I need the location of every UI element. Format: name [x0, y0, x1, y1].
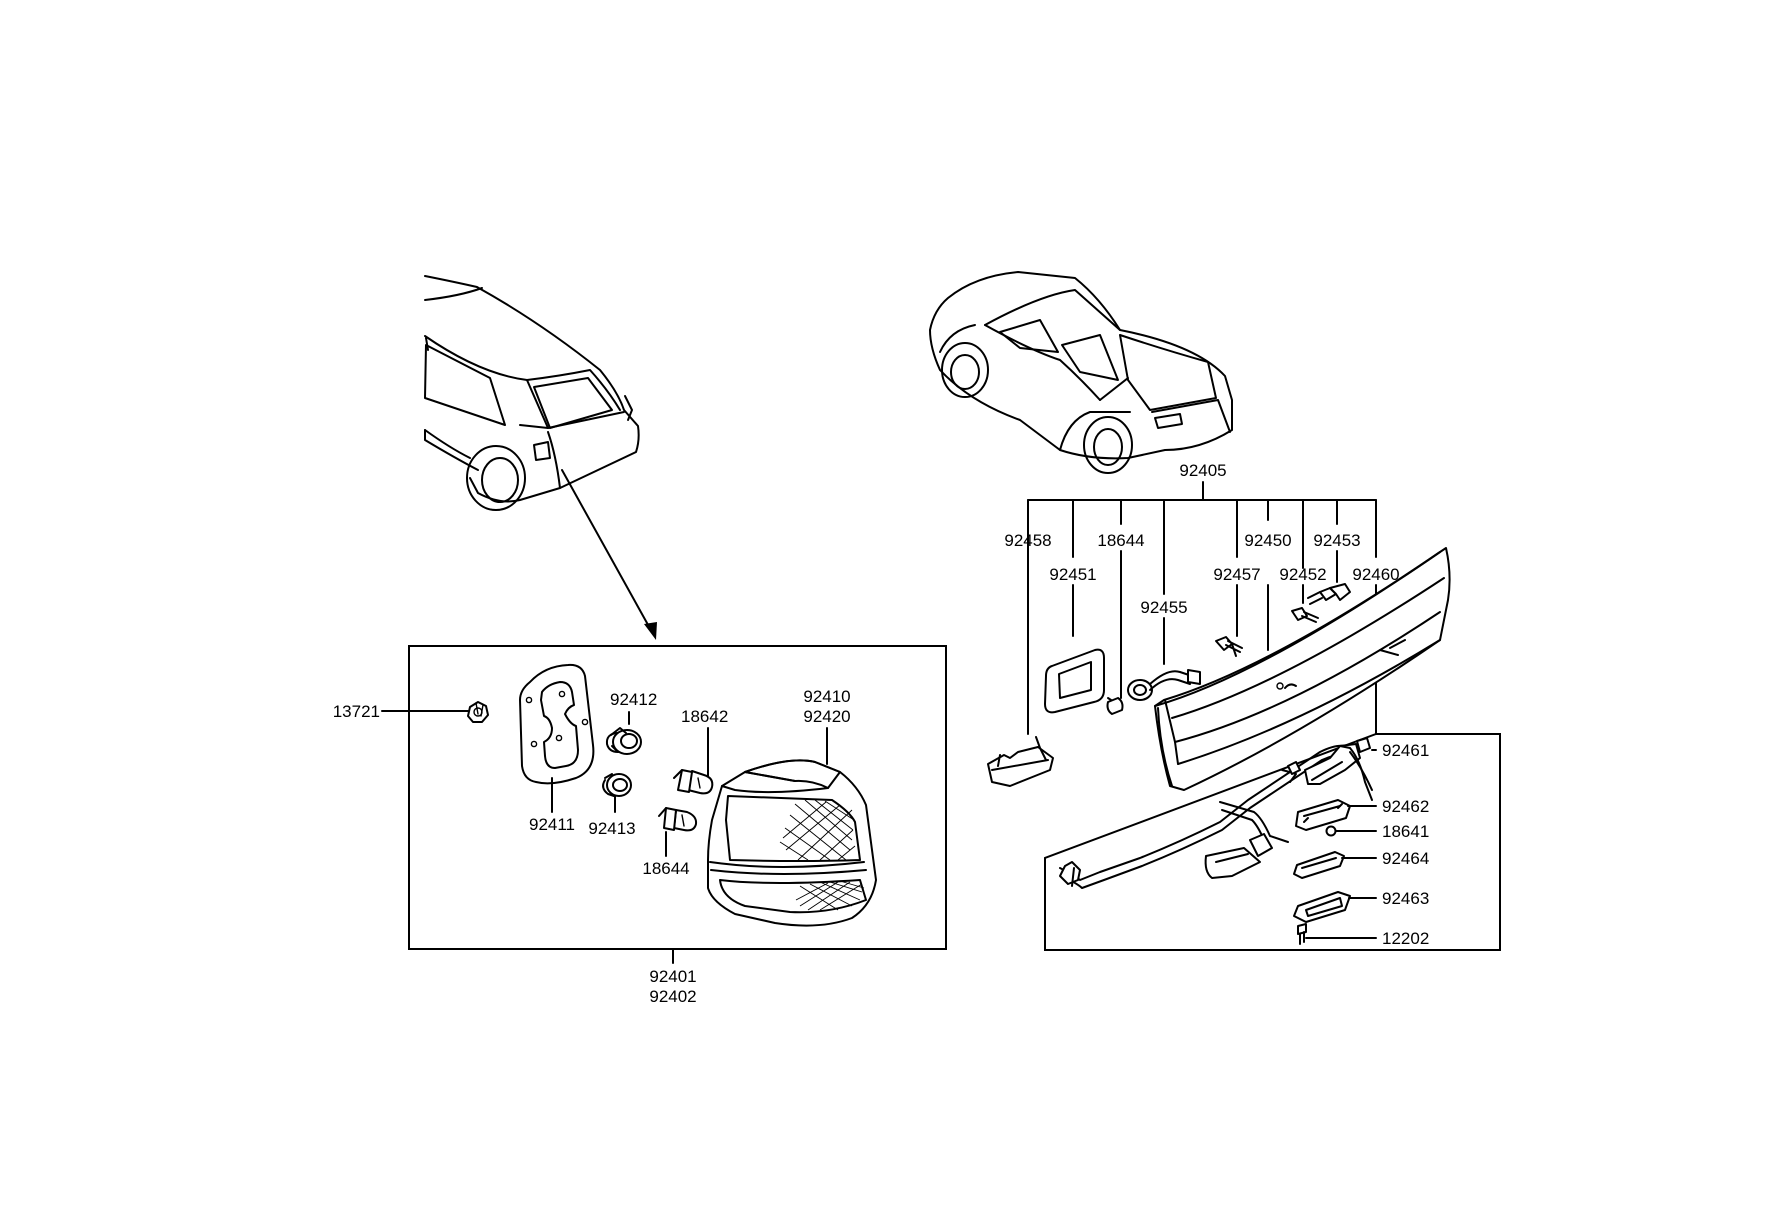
part-92451-pad [1044, 648, 1105, 714]
right-group-labels: 92405 92458 18644 92450 92453 92451 9245… [1004, 461, 1429, 948]
part-13721-nut [381, 701, 489, 723]
label-18644-left: 18644 [642, 859, 689, 878]
left-vehicle-illustration [424, 275, 657, 640]
label-92460: 92460 [1352, 565, 1399, 584]
part-92457-screw [1215, 636, 1243, 657]
label-92452: 92452 [1279, 565, 1326, 584]
label-92420: 92420 [803, 707, 850, 726]
left-assembly-frame [408, 645, 947, 950]
license-lamp-frame [1044, 733, 1501, 951]
label-13721: 13721 [333, 702, 380, 721]
part-92450-garnish [1154, 547, 1451, 791]
label-92412: 92412 [610, 690, 657, 709]
label-92410: 92410 [803, 687, 850, 706]
part-18644-bulb-left [658, 807, 698, 857]
part-18644-bulb-right [1106, 697, 1124, 715]
label-92453: 92453 [1313, 531, 1360, 550]
right-group-leader-tree [1027, 481, 1377, 735]
license-lamp-harness [1059, 737, 1373, 889]
label-12202: 12202 [1382, 929, 1429, 948]
part-92455-socket-wire [1127, 669, 1201, 701]
label-92464: 92464 [1382, 849, 1429, 868]
label-92462: 92462 [1382, 797, 1429, 816]
label-92455: 92455 [1140, 598, 1187, 617]
part-92452-screw [1291, 607, 1319, 623]
part-92453-bolt [1307, 583, 1351, 605]
label-92461: 92461 [1382, 741, 1429, 760]
label-92401: 92401 [649, 967, 696, 986]
label-92458: 92458 [1004, 531, 1051, 550]
part-92458-bracket [987, 736, 1054, 787]
part-92464-lens [1293, 851, 1377, 879]
label-18641: 18641 [1382, 822, 1429, 841]
label-92450: 92450 [1244, 531, 1291, 550]
part-18641-bulb [1325, 825, 1377, 837]
part-92411-gasket [519, 663, 595, 813]
part-92413-socket [602, 773, 632, 813]
part-92412-socket [605, 711, 642, 755]
part-92410-lens [707, 727, 877, 927]
right-vehicle-illustration [929, 271, 1233, 474]
label-92463: 92463 [1382, 889, 1429, 908]
label-92402: 92402 [649, 987, 696, 1006]
left-group-labels: 13721 92412 18642 92410 92420 92411 9241… [333, 687, 851, 1006]
part-92463-bezel [1293, 891, 1377, 923]
part-18642-bulb [673, 727, 714, 795]
label-92411: 92411 [529, 815, 575, 834]
label-92457: 92457 [1213, 565, 1260, 584]
part-12202-screw [1297, 923, 1377, 945]
label-18644-right: 18644 [1097, 531, 1144, 550]
part-92462-housing [1295, 799, 1377, 831]
label-92413: 92413 [588, 819, 635, 838]
label-18642: 18642 [681, 707, 728, 726]
label-92451: 92451 [1049, 565, 1096, 584]
label-92405: 92405 [1179, 461, 1226, 480]
